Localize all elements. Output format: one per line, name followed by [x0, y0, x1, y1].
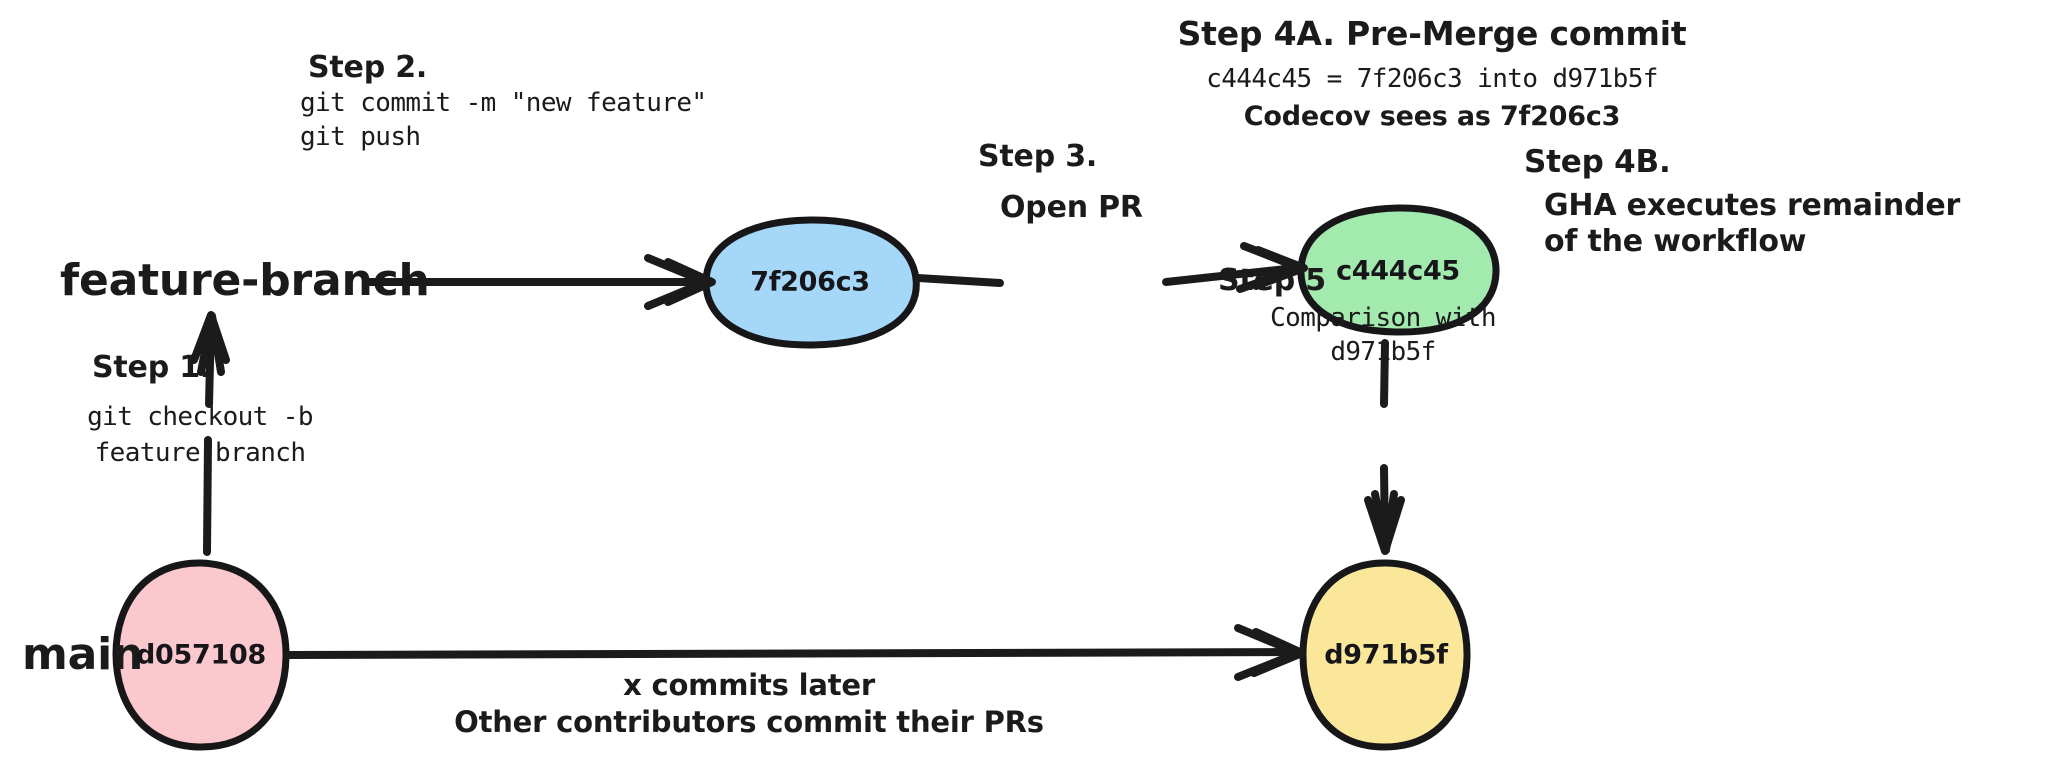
- step1-line-2: feature-branch: [94, 438, 306, 468]
- step5-heading: Step 5: [1218, 263, 1326, 298]
- step2-line-1: git commit -m "new feature": [300, 88, 707, 118]
- branch-label-feature: feature-branch: [60, 255, 430, 306]
- main-note-line-1: x commits later: [623, 668, 875, 702]
- step5-line-1: Comparison with: [1270, 303, 1496, 333]
- step4a-line-1: c444c45 = 7f206c3 into d971b5f: [1206, 64, 1658, 94]
- node-label-merge-commit: c444c45: [1336, 255, 1460, 287]
- step1-line-1: git checkout -b: [87, 402, 313, 432]
- step4b-line-2: of the workflow: [1544, 224, 1807, 259]
- step3-line-open-pr: Open PR: [1000, 190, 1143, 225]
- step4a-heading: Step 4A. Pre-Merge commit: [1177, 14, 1687, 53]
- node-label-base-commit: d057108: [136, 639, 266, 671]
- step4a-line-2: Codecov sees as 7f206c3: [1243, 101, 1621, 132]
- step3-heading: Step 3.: [978, 139, 1098, 174]
- branch-label-main: main: [22, 629, 144, 680]
- step2-heading: Step 2.: [308, 50, 428, 85]
- main-note-line-2: Other contributors commit their PRs: [454, 705, 1044, 739]
- step4b-heading: Step 4B.: [1524, 144, 1671, 180]
- step4b-line-1: GHA executes remainder: [1544, 188, 1961, 223]
- step2-line-2: git push: [300, 122, 421, 152]
- arrow-comparison: [1364, 339, 1405, 555]
- step1-heading: Step 1.: [92, 350, 212, 385]
- node-label-feature-commit: 7f206c3: [750, 266, 870, 298]
- node-label-head-commit: d971b5f: [1324, 639, 1448, 671]
- step5-line-2: d971b5f: [1330, 337, 1436, 367]
